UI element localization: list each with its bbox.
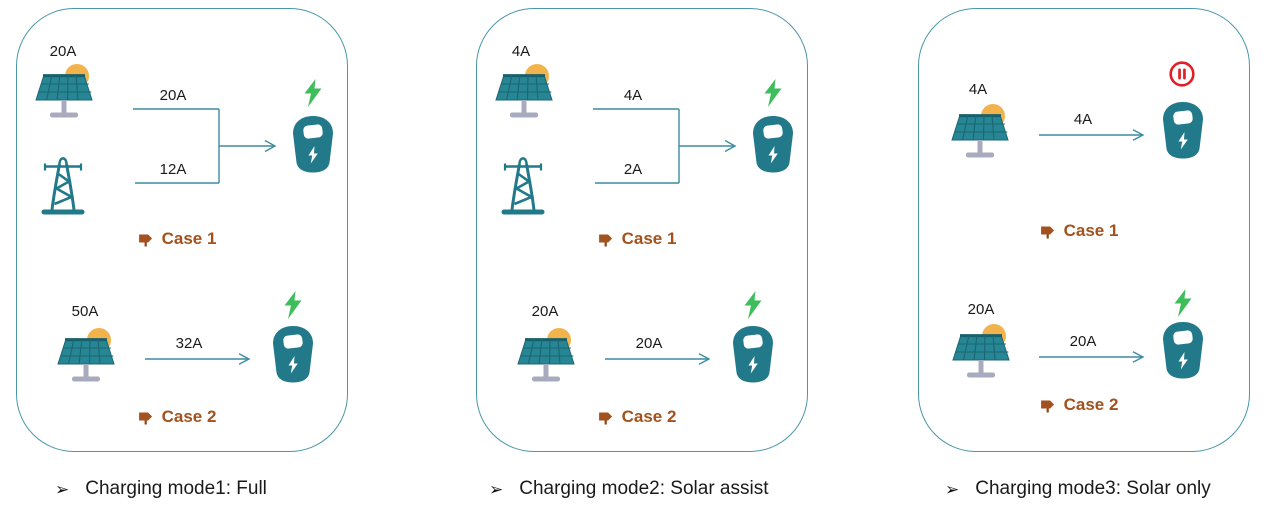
bottom-line-amp-label: 2A (623, 161, 643, 178)
arrow-amp-label: 20A (1069, 333, 1097, 350)
ev-charger-icon (1161, 101, 1205, 159)
merge-connector (593, 105, 743, 195)
arrow-bullet-icon: ➢ (945, 479, 960, 499)
solar-panel-icon (33, 61, 97, 119)
merge-connector (133, 105, 283, 195)
case-label-text: Case 1 (1063, 221, 1119, 240)
ev-charger-icon (1161, 321, 1205, 379)
solar-panel-icon (515, 325, 579, 383)
case-marker-icon (138, 232, 154, 247)
solar-source-amp-label: 4A (511, 43, 531, 60)
case-marker-icon (138, 410, 154, 425)
solar-panel-icon (493, 61, 557, 119)
case-1-label: Case 1 (598, 229, 677, 249)
caption-mode1: ➢ Charging mode1: Full (55, 478, 267, 500)
grid-tower-icon (501, 153, 545, 215)
charging-bolt-icon (283, 291, 303, 319)
charging-bolt-icon (763, 79, 783, 107)
caption-text: Charging mode3: Solar only (975, 478, 1211, 499)
flow-arrow (1039, 127, 1151, 141)
caption-text: Charging mode1: Full (85, 478, 267, 499)
case-label-text: Case 1 (161, 229, 217, 248)
ev-charger-icon (731, 325, 775, 383)
ev-charger-icon (291, 115, 335, 173)
arrow-amp-label: 4A (1073, 111, 1093, 128)
ev-charger-icon (271, 325, 315, 383)
case-label-text: Case 2 (621, 407, 677, 426)
top-line-amp-label: 4A (623, 87, 643, 104)
solar-source-amp-label: 20A (531, 303, 559, 320)
arrow-bullet-icon: ➢ (489, 479, 504, 499)
case-label-text: Case 2 (1063, 395, 1119, 414)
charging-bolt-icon (743, 291, 763, 319)
solar-panel-icon (950, 321, 1014, 379)
case-marker-icon (598, 232, 614, 247)
ev-charger-icon (751, 115, 795, 173)
arrow-bullet-icon: ➢ (55, 479, 70, 499)
caption-text: Charging mode2: Solar assist (519, 478, 769, 499)
case-label-text: Case 1 (621, 229, 677, 248)
case-2-label: Case 2 (138, 407, 217, 427)
bottom-line-amp-label: 12A (159, 161, 187, 178)
case-marker-icon (598, 410, 614, 425)
caption-mode3: ➢ Charging mode3: Solar only (945, 478, 1211, 500)
panel-mode2: 4A 4A 2A Case 1 20A 20A Case 2 (476, 8, 808, 452)
solar-source-amp-label: 20A (49, 43, 77, 60)
flow-arrow (145, 351, 257, 365)
solar-source-amp-label: 4A (968, 81, 988, 98)
case-marker-icon (1040, 224, 1056, 239)
solar-source-amp-label: 20A (967, 301, 995, 318)
flow-arrow (1039, 349, 1151, 363)
case-1-label: Case 1 (1040, 221, 1119, 241)
panel-mode3: 4A 4A Case 1 20A 20A Case 2 (918, 8, 1250, 452)
case-2-label: Case 2 (598, 407, 677, 427)
top-line-amp-label: 20A (159, 87, 187, 104)
charging-bolt-icon (1173, 289, 1193, 317)
case-marker-icon (1040, 398, 1056, 413)
solar-panel-icon (55, 325, 119, 383)
panel-mode1: 20A 20A 12A Case 1 50A 32A Case 2 (16, 8, 348, 452)
paused-icon (1169, 61, 1195, 87)
solar-source-amp-label: 50A (71, 303, 99, 320)
arrow-amp-label: 32A (175, 335, 203, 352)
grid-tower-icon (41, 153, 85, 215)
case-label-text: Case 2 (161, 407, 217, 426)
case-2-label: Case 2 (1040, 395, 1119, 415)
caption-mode2: ➢ Charging mode2: Solar assist (489, 478, 769, 500)
solar-panel-icon (949, 101, 1013, 159)
case-1-label: Case 1 (138, 229, 217, 249)
arrow-amp-label: 20A (635, 335, 663, 352)
charging-bolt-icon (303, 79, 323, 107)
flow-arrow (605, 351, 717, 365)
